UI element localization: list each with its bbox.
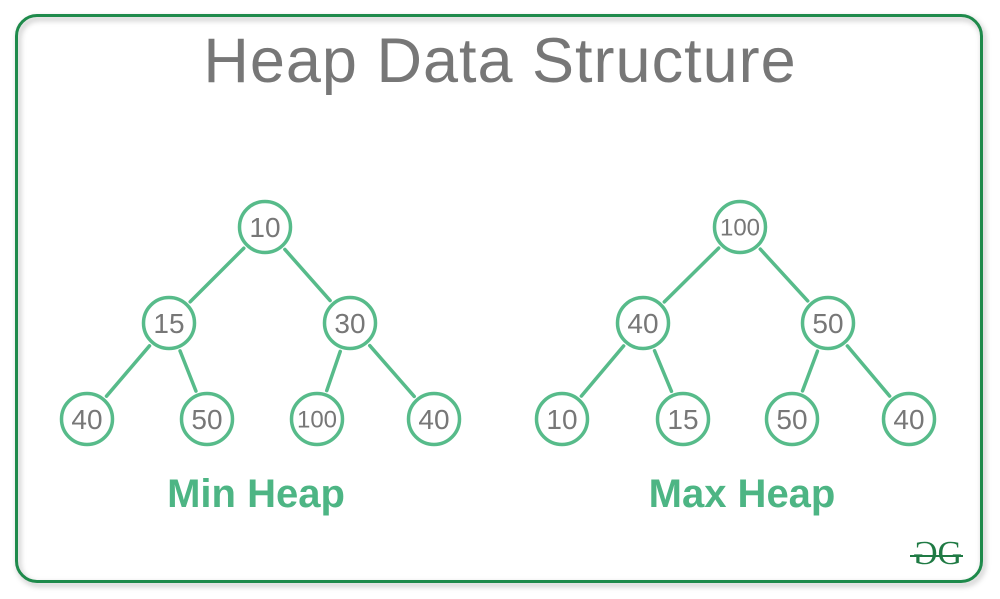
min-heap: 10 15 30 40 50 100 40	[59, 199, 462, 447]
tree-edge	[845, 344, 892, 398]
tree-node-circle	[237, 199, 293, 255]
tree-edge	[104, 344, 152, 398]
tree-node-circle	[534, 391, 590, 447]
tree-node-circle	[406, 391, 462, 447]
tree-node-circle	[289, 391, 345, 447]
tree-node-value: 40	[71, 404, 102, 435]
tree-edge	[579, 344, 626, 398]
tree-edge	[368, 343, 416, 399]
tree-node-value: 30	[334, 308, 365, 339]
diagram-border-card	[15, 14, 983, 583]
tree-edge	[652, 348, 674, 394]
tree-node-circle	[655, 391, 711, 447]
tree-node-value: 50	[776, 404, 807, 435]
tree-edge	[800, 349, 820, 393]
tree-node-circle	[712, 199, 768, 255]
tree-edge	[758, 247, 810, 303]
geeksforgeeks-logo-icon: GG	[909, 535, 963, 572]
diagram-title: Heap Data Structure	[203, 26, 797, 96]
tree-node-circle	[764, 391, 820, 447]
logo-strike-bar	[909, 554, 963, 558]
tree-node-circle	[322, 295, 378, 351]
tree-edge	[662, 246, 721, 304]
tree-node-value: 100	[720, 214, 760, 241]
max-heap: 100 40 50 10 15 50 40	[534, 199, 937, 447]
tree-node-circle	[615, 295, 671, 351]
max-heap-label: Max Heap	[648, 472, 836, 516]
tree-node-circle	[800, 295, 856, 351]
tree-edge	[178, 349, 198, 393]
tree-node-value: 15	[667, 404, 698, 435]
tree-node-value: 50	[812, 308, 843, 339]
min-heap-label: Min Heap	[167, 472, 345, 516]
heap-trees-diagram: 10 15 30 40 50 100 40 100 40 50 10 15 50 40	[59, 199, 937, 447]
tree-node-value: 15	[153, 308, 184, 339]
tree-node-circle	[141, 295, 197, 351]
tree-node-value: 40	[893, 404, 924, 435]
tree-node-circle	[59, 391, 115, 447]
tree-node-value: 40	[627, 308, 658, 339]
tree-node-circle	[179, 391, 235, 447]
tree-node-circle	[881, 391, 937, 447]
tree-node-value: 10	[546, 404, 577, 435]
tree-node-value: 40	[418, 404, 449, 435]
tree-node-value: 10	[249, 212, 280, 243]
tree-edge	[188, 246, 246, 304]
tree-edge	[283, 247, 332, 303]
tree-node-value: 50	[191, 404, 222, 435]
logo-letter-g: G	[937, 535, 962, 572]
tree-edge	[325, 349, 342, 393]
tree-node-value: 100	[297, 406, 337, 433]
